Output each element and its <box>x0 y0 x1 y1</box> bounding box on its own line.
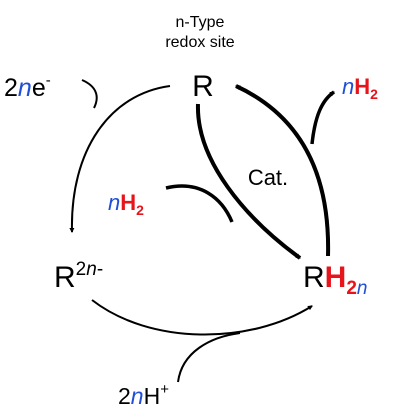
electron-label: 2ne- <box>4 72 51 102</box>
electron-n: n <box>18 74 32 102</box>
arrow-h2-input <box>165 184 234 223</box>
reduced-sup-var: n <box>86 259 97 280</box>
h2-output-h: H <box>354 74 370 99</box>
species-hydrogenated: RH2n <box>303 261 368 299</box>
h2-output-sub: 2 <box>370 86 378 102</box>
rh-h: H <box>325 261 347 294</box>
species-r-top: R <box>192 70 214 103</box>
arrow-proton-input <box>177 332 241 383</box>
h2-output-n: n <box>342 74 354 99</box>
site-label-line2: redox site <box>165 34 234 51</box>
proton-h: H <box>144 383 161 409</box>
arrow-h2-output <box>310 90 336 145</box>
site-label-line1: n-Type <box>176 14 225 31</box>
h2-input-label: nH2 <box>108 190 144 218</box>
electron-coef: 2 <box>4 74 18 102</box>
h2-output-label: nH2 <box>342 74 378 102</box>
proton-coef: 2 <box>118 383 131 409</box>
reduced-base: R <box>54 261 76 294</box>
arrow-r-to-reduced <box>69 85 171 233</box>
arrow-r-to-rh-catalytic <box>195 103 302 260</box>
rh-sub-num: 2 <box>346 278 357 299</box>
proton-sign: + <box>160 381 169 398</box>
arrow-electron-input <box>81 79 98 109</box>
arrow-reduced-to-rh <box>91 299 313 336</box>
species-reduced: R2n- <box>54 259 103 294</box>
reduced-sup-sign: - <box>97 259 103 280</box>
electron-e: e <box>32 74 46 102</box>
electron-sign: - <box>46 72 51 89</box>
proton-label: 2nH+ <box>118 381 169 409</box>
proton-n: n <box>131 383 144 409</box>
arrow-rh-to-r-catalytic <box>235 84 331 257</box>
rh-base: R <box>303 261 325 294</box>
catalysis-label: Cat. <box>248 165 288 190</box>
h2-input-n: n <box>108 190 120 215</box>
h2-input-sub: 2 <box>136 202 144 218</box>
rh-sub-var: n <box>357 278 368 299</box>
reduced-sup-num: 2 <box>76 259 87 280</box>
h2-input-h: H <box>120 190 136 215</box>
